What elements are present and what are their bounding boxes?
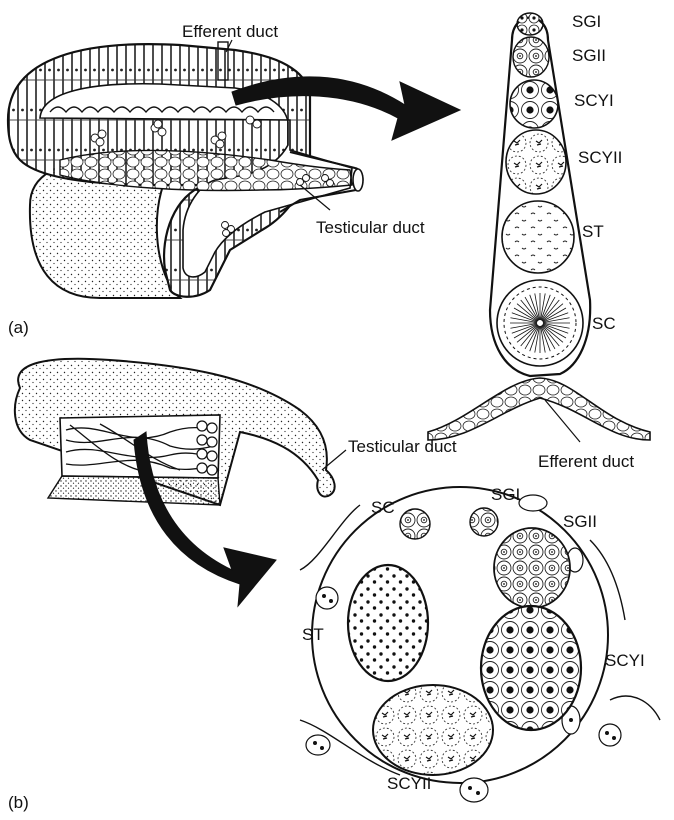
label-scy2-a: SCYII [578,148,622,167]
cyst-scy1-b [481,606,581,730]
cyst-sg2-a [513,37,549,77]
label-scy1-b: SCYI [605,651,645,670]
cyst-scy1-a [510,80,558,128]
efferent-duct-column: SGI SGII SCYI SCYII ST SC Efferent duct [428,12,650,471]
label-sg2-a: SGII [572,46,606,65]
cyst-sg2-b [494,528,570,608]
testicular-duct-label-b: Testicular duct [348,437,457,456]
efferent-duct-epithelium [428,378,650,440]
label-sc-a: SC [592,314,616,333]
label-scy2-b: SCYII [387,774,431,793]
efferent-duct-label-b: Efferent duct [538,452,634,471]
testicular-duct-opening [353,169,363,191]
label-st-b: ST [302,625,324,644]
label-sg1-b: SGI [491,485,520,504]
label-st-a: ST [582,222,604,241]
cyst-scy2-a [506,130,566,194]
cyst-sc-a [497,280,583,366]
cyst-sg1-a [517,13,543,35]
label-sg1-a: SGI [572,12,601,31]
cyst-st-b [348,565,428,681]
label-sc-b: SC [371,498,395,517]
panel-b: Testicular duct [8,359,660,812]
label-sg2-b: SGII [563,512,597,531]
panel-a-label: (a) [8,318,29,337]
label-scy1-a: SCYI [574,91,614,110]
panel-b-label: (b) [8,793,29,812]
panel-a: Efferent duct Testicular duct (a) [8,22,460,337]
testicular-duct-label-a: Testicular duct [316,218,425,237]
cyst-st-a [502,201,574,273]
testis-cut-face [48,476,220,505]
efferent-duct-label: Efferent duct [182,22,278,41]
cyst-scy2-b [373,685,493,775]
